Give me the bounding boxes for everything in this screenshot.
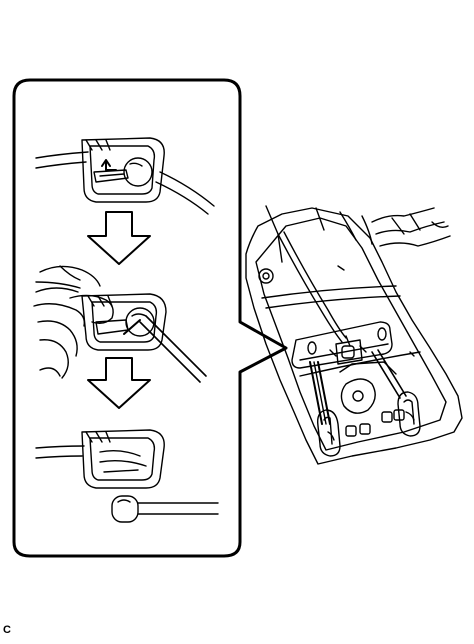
step-2-hand-clip [34, 266, 206, 382]
cable-end-ball [112, 496, 218, 522]
cable-end-right [398, 392, 420, 436]
step-3-clip-released [36, 430, 164, 488]
vehicle-frame [246, 206, 462, 464]
figure-code-label: C [3, 624, 11, 636]
cables-lower [310, 350, 406, 424]
slot-marks [346, 410, 404, 436]
arrow-down-icon [88, 212, 150, 264]
step-1-clip [36, 138, 214, 214]
cable-end-left [318, 410, 340, 456]
callout-panel [14, 80, 286, 556]
center-hole [340, 362, 396, 413]
cable-bracket [292, 322, 392, 368]
arrow-down-icon [88, 358, 150, 408]
